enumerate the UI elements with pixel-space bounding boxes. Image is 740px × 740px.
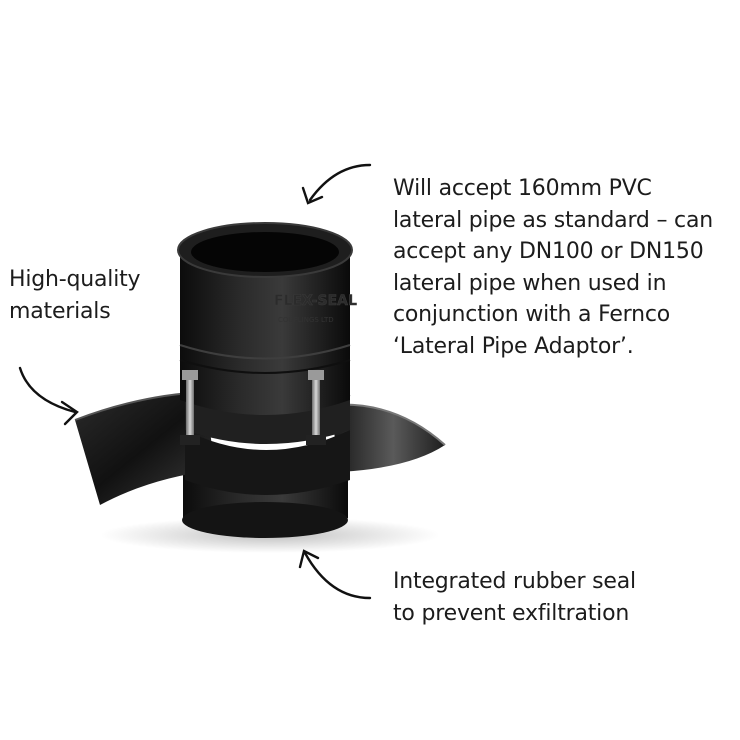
callout-line: Will accept 160mm PVC bbox=[393, 176, 652, 201]
callout-materials: High-quality materials bbox=[9, 264, 141, 327]
brand-embossing: FLEX-SEAL bbox=[274, 293, 357, 309]
brand-sub-embossing: COUPLINGS LTD bbox=[278, 316, 334, 324]
callout-line: conjunction with a Fernco bbox=[393, 302, 671, 327]
callout-line: accept any DN100 or DN150 bbox=[393, 239, 704, 264]
callout-line: lateral pipe when used in bbox=[393, 270, 667, 296]
callout-line: materials bbox=[9, 298, 111, 324]
callout-seal: Integrated rubber seal to prevent exfilt… bbox=[393, 566, 636, 629]
callout-line: to prevent exfiltration bbox=[393, 600, 630, 626]
callout-line: ‘Lateral Pipe Adaptor’. bbox=[393, 333, 634, 359]
callout-line: lateral pipe as standard – can bbox=[393, 207, 713, 233]
callout-lateral-pipe: Will accept 160mm PVC lateral pipe as st… bbox=[393, 173, 713, 362]
callout-line: Integrated rubber seal bbox=[393, 569, 636, 594]
callout-line: High-quality bbox=[9, 267, 141, 292]
